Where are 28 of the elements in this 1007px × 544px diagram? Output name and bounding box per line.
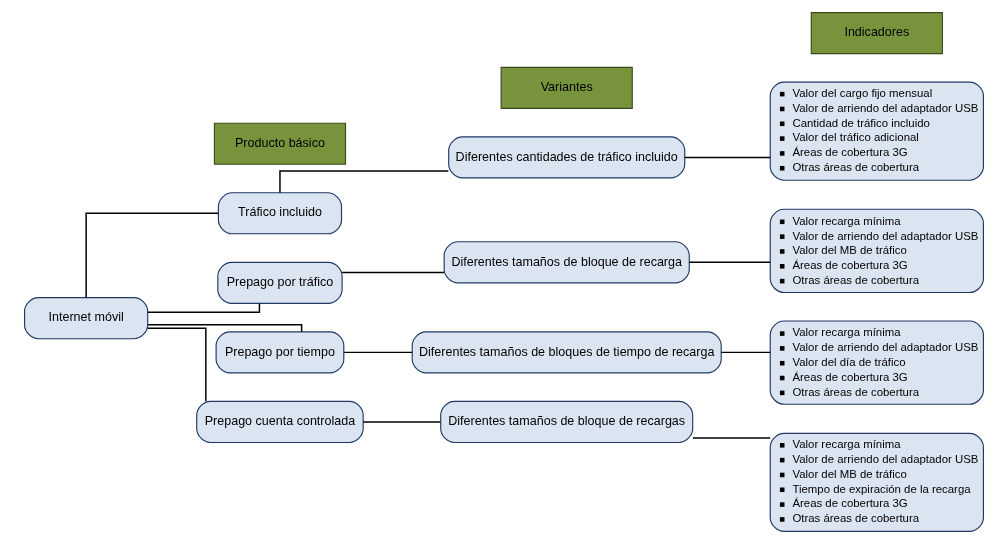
node-box: Indicadores bbox=[810, 12, 943, 55]
node-box: Valor recarga mínima Valor de arriendo del adaptador USB Valor del MB de tráfico Áreas de cobertura 3G Otras áreas de cobertura bbox=[769, 208, 984, 294]
node-box: Internet móvil bbox=[23, 297, 148, 340]
node-box: Diferentes tamaños de bloque de recargas bbox=[439, 400, 693, 443]
connector bbox=[84, 212, 219, 299]
connector bbox=[691, 437, 771, 439]
node-box: Valor recarga mínima Valor de arriendo del adaptador USB Valor del MB de tráfico Tiempo de expiración de la recarga Áreas de cobertura 3G Otras áreas de cobertura bbox=[769, 432, 984, 532]
node-box: Producto básico bbox=[213, 122, 346, 165]
node-box: Prepago cuenta controlada bbox=[195, 400, 364, 443]
connector bbox=[720, 351, 771, 354]
node-box: Diferentes cantidades de tráfico incluido bbox=[447, 136, 685, 179]
node-box: Variantes bbox=[500, 66, 633, 109]
node-box: Prepago por tiempo bbox=[215, 331, 344, 374]
connector bbox=[146, 327, 207, 402]
connector bbox=[146, 323, 302, 333]
connector bbox=[278, 170, 449, 194]
connector bbox=[688, 261, 771, 264]
node-box: Valor del cargo fijo mensual Valor de arriendo del adaptador USB Cantidad de tráfico incluido Valor del tráfico adicional Áreas de cobertura 3G Otras áreas de cobertura bbox=[769, 81, 984, 181]
node-box: Prepago por tráfico bbox=[216, 261, 343, 304]
connector bbox=[362, 421, 441, 423]
node-box: Tráfico incluido bbox=[217, 192, 342, 235]
connector bbox=[683, 156, 771, 159]
node-box: Diferentes tamaños de bloques de tiempo de recarga bbox=[411, 331, 722, 374]
connector bbox=[340, 271, 445, 274]
connector bbox=[342, 351, 413, 354]
node-box: Diferentes tamaños de bloque de recarga bbox=[443, 241, 690, 284]
node-box: Valor recarga mínima Valor de arriendo del adaptador USB Valor del día de tráfico Áreas de cobertura 3G Otras áreas de cobertura bbox=[769, 320, 984, 405]
connector bbox=[146, 302, 260, 313]
